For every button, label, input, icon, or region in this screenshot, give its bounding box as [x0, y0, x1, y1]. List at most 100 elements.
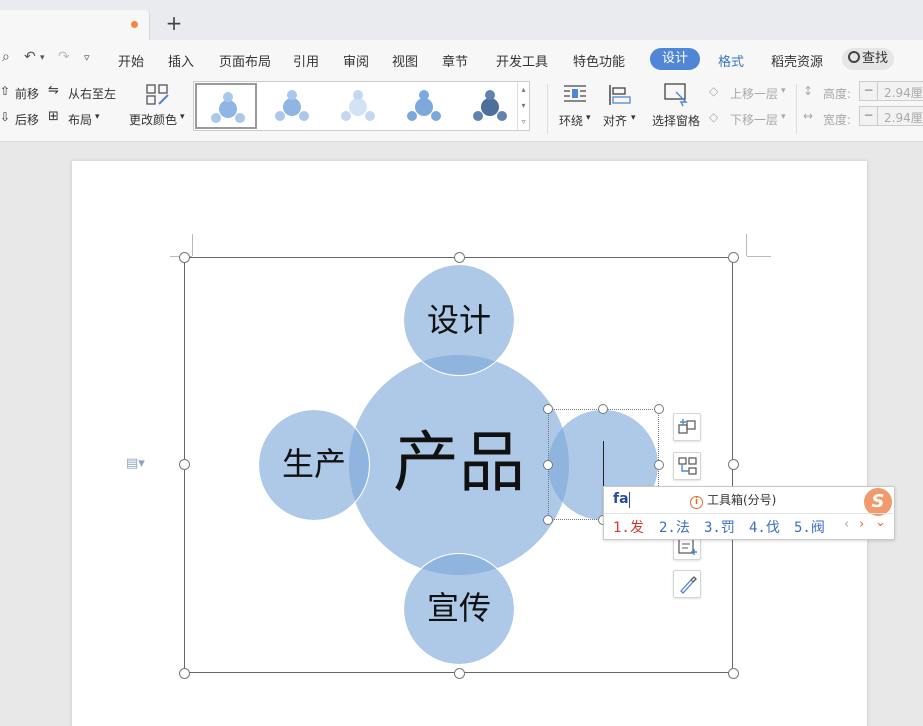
tab-format[interactable]: 格式: [718, 55, 745, 70]
ime-toolbox-button[interactable]: i 工具箱(分号): [690, 491, 776, 509]
shape-resize-handle[interactable]: [543, 515, 553, 525]
width-icon: ↔: [803, 109, 814, 123]
ribbon-separator: [796, 84, 797, 134]
wrap-button[interactable]: 环绕: [559, 114, 584, 128]
change-color-button[interactable]: 更改颜色: [129, 113, 178, 127]
width-value: 2.94厘: [884, 111, 923, 125]
bottom-circle-outline: [403, 553, 515, 665]
shape-style-button[interactable]: [673, 570, 701, 598]
tab-strip: +: [0, 0, 923, 40]
resize-handle[interactable]: [728, 459, 739, 470]
send-backward-one-layer-button[interactable]: 下移一层: [730, 113, 779, 127]
redo-icon[interactable]: ↷: [58, 49, 70, 65]
tab-design[interactable]: 设计: [650, 48, 700, 70]
bring-forward-dropdown-icon[interactable]: ▾: [781, 86, 786, 96]
send-backward-dropdown-icon[interactable]: ▾: [781, 112, 786, 122]
height-label: 高度:: [823, 87, 852, 101]
ime-candidate-5[interactable]: 5.阀: [794, 520, 825, 536]
add-shape-button[interactable]: [673, 413, 701, 441]
menu-developer[interactable]: 开发工具: [496, 55, 549, 70]
undo-icon[interactable]: ↶: [24, 49, 36, 65]
ime-separator: [604, 513, 894, 514]
search-button[interactable]: 查找: [842, 48, 894, 70]
style-thumbnail-3[interactable]: [327, 83, 389, 129]
resize-handle[interactable]: [728, 668, 739, 679]
resize-handle[interactable]: [728, 252, 739, 263]
ime-next-page-button[interactable]: ›: [859, 517, 865, 532]
right-to-left-button[interactable]: 从右至左: [68, 87, 117, 101]
resize-handle[interactable]: [454, 668, 465, 679]
change-layout-button[interactable]: [673, 452, 701, 480]
ime-toolbox-label: 工具箱(分号): [707, 493, 777, 507]
ime-candidate-2[interactable]: 2.法: [659, 520, 690, 536]
bottom-shape-text[interactable]: 宣传: [426, 589, 491, 627]
shape-resize-handle[interactable]: [543, 460, 553, 470]
shape-resize-handle[interactable]: [654, 460, 664, 470]
customize-quick-access-icon[interactable]: ▿: [84, 51, 90, 64]
resize-handle[interactable]: [179, 459, 190, 470]
send-backward-icon: ◇: [709, 110, 719, 124]
resize-handle[interactable]: [454, 252, 465, 263]
change-layout-icon: [678, 457, 697, 475]
style-thumbnail-1[interactable]: [195, 83, 257, 129]
ime-candidate-4[interactable]: 4.伐: [749, 520, 780, 536]
style-thumbnail-2[interactable]: [261, 83, 323, 129]
ime-prev-page-button[interactable]: ‹: [844, 517, 850, 532]
ime-candidate-1[interactable]: 1.发: [613, 520, 644, 536]
align-dropdown-icon[interactable]: ▾: [631, 113, 636, 123]
bring-forward-one-layer-button[interactable]: 上移一层: [730, 87, 779, 101]
ime-expand-button[interactable]: ⌄: [875, 515, 886, 530]
height-decrease-button[interactable]: −: [860, 82, 878, 100]
search-label: 查找: [862, 51, 889, 66]
backward-button[interactable]: 后移: [15, 113, 40, 127]
forward-button[interactable]: 前移: [15, 87, 40, 101]
change-color-dropdown-icon[interactable]: ▾: [180, 112, 185, 122]
width-label: 宽度:: [823, 113, 852, 127]
preview-icon[interactable]: ⌕: [2, 49, 10, 65]
document-tab[interactable]: [0, 10, 150, 40]
menu-special-features[interactable]: 特色功能: [573, 55, 626, 70]
search-icon: [848, 51, 860, 63]
margin-mark: [192, 234, 193, 256]
shape-resize-handle[interactable]: [598, 404, 608, 414]
text-caret: [603, 441, 604, 489]
selection-pane-button[interactable]: 选择窗格: [652, 114, 701, 128]
resize-handle[interactable]: [179, 252, 190, 263]
menu-chapter[interactable]: 章节: [442, 55, 469, 70]
center-circle[interactable]: [349, 355, 569, 575]
menu-page-layout[interactable]: 页面布局: [219, 55, 272, 70]
wrap-dropdown-icon[interactable]: ▾: [586, 113, 591, 123]
align-button[interactable]: 对齐: [603, 114, 628, 128]
height-stepper[interactable]: − 2.94厘: [859, 81, 923, 101]
menu-docer-resources[interactable]: 稻壳资源: [771, 55, 824, 70]
info-icon: i: [690, 496, 703, 509]
menu-review[interactable]: 审阅: [343, 55, 370, 70]
paragraph-layout-icon[interactable]: ▤▾: [126, 456, 145, 471]
ime-candidate-3[interactable]: 3.罚: [704, 520, 735, 536]
top-shape-text[interactable]: 设计: [426, 301, 491, 339]
width-decrease-button[interactable]: −: [860, 107, 878, 125]
left-shape-text[interactable]: 生产: [281, 445, 346, 483]
sogou-logo-icon[interactable]: S: [864, 488, 892, 516]
undo-dropdown-icon[interactable]: ▾: [40, 53, 45, 63]
brush-icon: [680, 576, 697, 594]
menu-view[interactable]: 视图: [392, 55, 419, 70]
gallery-scroll[interactable]: ▴▾▿: [517, 82, 529, 130]
menu-start[interactable]: 开始: [118, 55, 145, 70]
width-stepper[interactable]: − 2.94厘: [859, 106, 923, 126]
style-thumbnail-5[interactable]: [459, 83, 521, 129]
style-thumbnail-4[interactable]: [393, 83, 455, 129]
layout-button[interactable]: 布局: [68, 113, 93, 127]
shape-resize-handle[interactable]: [654, 404, 664, 414]
menu-references[interactable]: 引用: [293, 55, 320, 70]
add-shape-icon: [678, 419, 696, 434]
change-color-icon: [146, 84, 169, 105]
resize-handle[interactable]: [179, 668, 190, 679]
shape-resize-handle[interactable]: [543, 404, 553, 414]
center-shape-text[interactable]: 产品: [393, 424, 525, 501]
margin-mark: [746, 234, 747, 256]
menu-insert[interactable]: 插入: [168, 55, 195, 70]
layout-dropdown-icon[interactable]: ▾: [95, 112, 100, 122]
selection-pane-icon: [664, 83, 688, 107]
new-tab-button[interactable]: +: [165, 11, 183, 35]
